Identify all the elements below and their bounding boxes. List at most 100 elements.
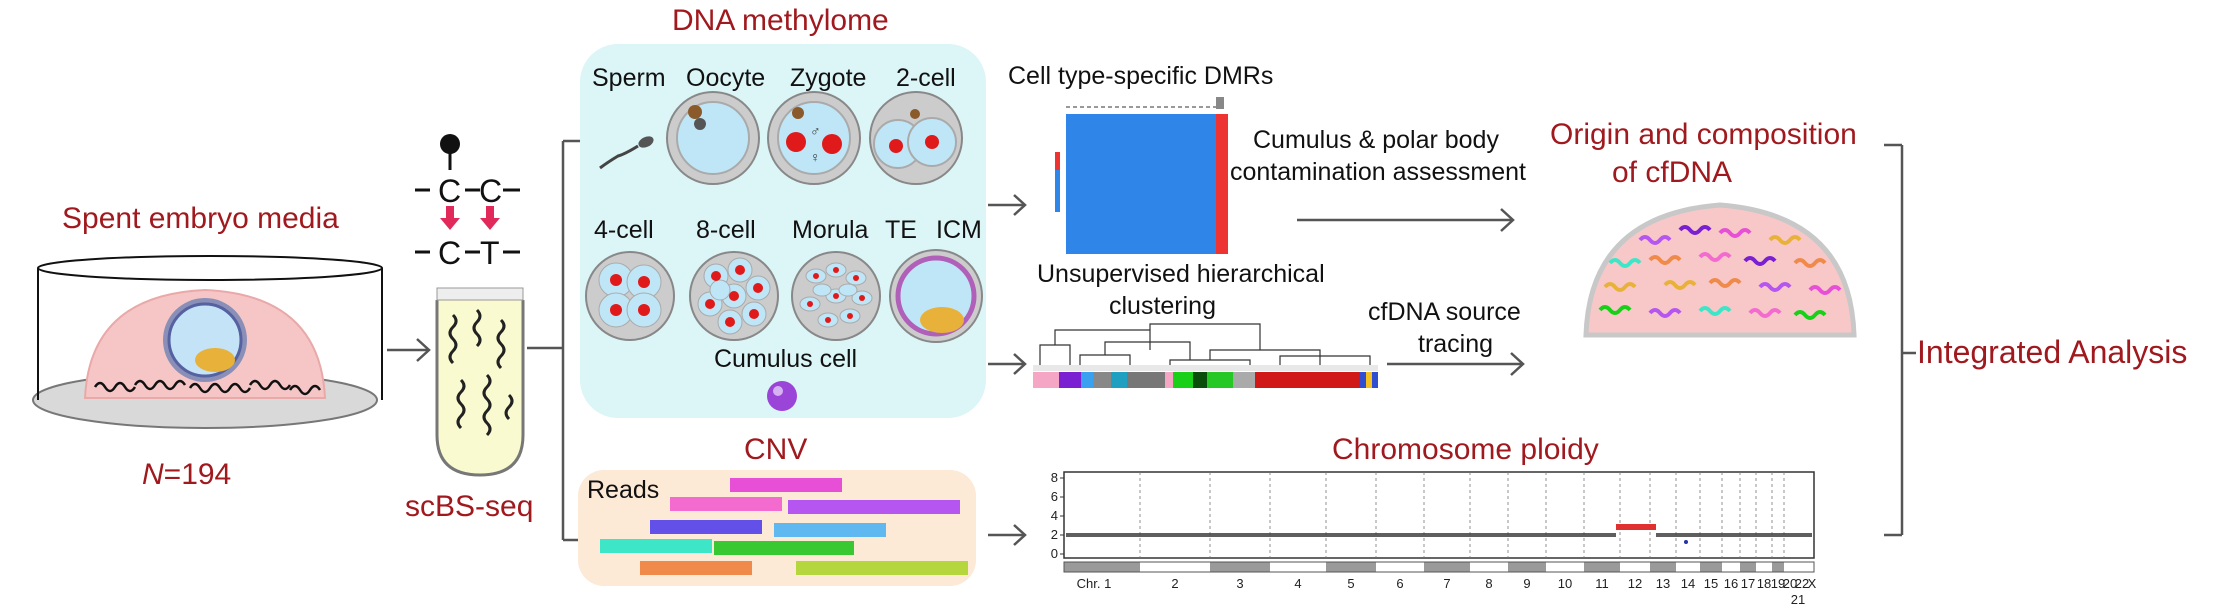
base-bottom-left: C	[438, 235, 462, 271]
stage-label-8-cell: 8-cell	[696, 216, 756, 244]
stage-label-4-cell: 4-cell	[594, 216, 654, 244]
chromosome-label: 14	[1681, 576, 1695, 591]
chromosome-label: 20	[1783, 576, 1797, 591]
chromosome-label: 10	[1558, 576, 1572, 591]
base-top-left: C	[438, 173, 462, 209]
base-bottom-right: T	[480, 235, 500, 271]
two-cell-icon	[869, 91, 963, 185]
stage-label-2-cell: 2-cell	[896, 64, 956, 92]
chromosome-label: 12	[1628, 576, 1642, 591]
assessment-line-2: contamination assessment	[1230, 158, 1526, 186]
zygote-icon: ♂ ♀	[767, 91, 861, 185]
chromosome-label: 22	[1795, 576, 1809, 591]
read-bar	[714, 541, 854, 555]
methyl-group-icon	[440, 134, 460, 154]
eight-cell-icon	[689, 251, 779, 341]
ploidy-chart: 8 6 4 2 0 Chr. 1 2 3	[1051, 470, 1816, 607]
integrated-analysis-label: Integrated Analysis	[1917, 334, 2188, 370]
arrows-to-analyses	[988, 194, 1027, 546]
y-tick-label: 4	[1051, 508, 1058, 523]
svg-text:♂: ♂	[810, 123, 821, 139]
dmr-title: Cell type-specific DMRs	[1008, 62, 1274, 90]
arrow-dish-to-tube	[387, 338, 431, 362]
blastocyst-icon	[889, 249, 983, 343]
origin-title-line-1: Origin and composition	[1550, 118, 1857, 151]
cfdna-composition-dome	[1583, 202, 1857, 338]
developmental-stages-illustration: ♂ ♀	[585, 91, 983, 411]
n-value: =194	[163, 458, 232, 491]
origin-title-line-2: of cfDNA	[1612, 156, 1733, 189]
chromosome-label: 16	[1724, 576, 1738, 591]
chromosome-label: Chr. 1	[1077, 576, 1112, 591]
read-bar	[774, 523, 886, 537]
read-bar	[650, 520, 762, 534]
sperm-icon	[599, 136, 654, 170]
y-tick-label: 2	[1051, 527, 1058, 542]
heatmap-blue-block	[1066, 114, 1216, 254]
reads-label: Reads	[587, 476, 660, 504]
stage-label-sperm: Sperm	[592, 64, 666, 92]
clustering-title-line-1: Unsupervised hierarchical	[1037, 260, 1325, 288]
n-italic: N	[142, 458, 164, 491]
stage-label-icm: ICM	[936, 216, 982, 244]
chromosome-label: 13	[1656, 576, 1670, 591]
stage-label-te: TE	[885, 216, 917, 244]
ploidy-title: Chromosome ploidy	[1332, 433, 1599, 466]
arrow-to-origin-top	[1297, 208, 1515, 232]
chromosome-label: 8	[1485, 576, 1492, 591]
read-bar	[600, 539, 712, 553]
y-tick-label: 0	[1051, 546, 1058, 561]
clustering-dendrogram	[1033, 323, 1378, 388]
chromosome-band	[1064, 562, 1814, 572]
chromosome-label: 3	[1236, 576, 1243, 591]
y-tick-label: 6	[1051, 489, 1058, 504]
y-tick-label: 8	[1051, 470, 1058, 485]
chromosome-label: 19	[1771, 576, 1785, 591]
read-bar	[730, 478, 842, 492]
spent-media-title: Spent embryo media	[62, 202, 339, 235]
chromosome-label: X	[1808, 576, 1816, 591]
read-bar	[640, 561, 752, 575]
integrated-bracket	[1884, 143, 1916, 537]
dmr-heatmap	[1055, 97, 1228, 254]
read-bar	[788, 500, 960, 514]
scbs-seq-label: scBS-seq	[405, 490, 534, 523]
stage-label-oocyte: Oocyte	[686, 64, 766, 92]
read-bar	[670, 497, 782, 511]
stage-label-zygote: Zygote	[790, 64, 867, 92]
methylome-title: DNA methylome	[672, 4, 889, 37]
base-top-right: C	[479, 173, 503, 209]
chromosome-label: 17	[1741, 576, 1755, 591]
reads-illustration	[600, 478, 968, 575]
chromosome-label: 15	[1704, 576, 1718, 591]
chromosome-label: 6	[1396, 576, 1403, 591]
chromosome-label: 11	[1595, 576, 1609, 591]
four-cell-icon	[585, 251, 675, 341]
chromosome-label: 7	[1443, 576, 1450, 591]
chromosome-label: 9	[1523, 576, 1530, 591]
tracing-line-2: tracing	[1418, 330, 1494, 358]
bisulfite-conversion-diagram	[415, 134, 520, 254]
oocyte-icon	[666, 91, 760, 185]
bracket-tube-to-branches	[527, 139, 581, 542]
cumulus-cell-label: Cumulus cell	[714, 345, 858, 373]
morula-icon	[791, 251, 881, 341]
read-bar	[796, 561, 968, 575]
culture-dish-illustration	[32, 255, 383, 429]
assessment-line-1: Cumulus & polar body	[1253, 126, 1499, 154]
heatmap-red-block	[1216, 114, 1228, 254]
sample-count: N=194	[142, 458, 231, 492]
chromosome-label: 5	[1347, 576, 1354, 591]
chromosome-label: 18	[1757, 576, 1771, 591]
chromosome-label: 4	[1294, 576, 1301, 591]
cnv-title: CNV	[744, 433, 808, 466]
cumulus-cell-icon	[767, 381, 797, 411]
stage-label-morula: Morula	[792, 216, 869, 244]
tracing-line-1: cfDNA source	[1368, 298, 1521, 326]
clustering-title-line-2: clustering	[1109, 292, 1216, 320]
chromosome-label-21: 21	[1791, 592, 1805, 607]
svg-text:♀: ♀	[810, 149, 821, 165]
chromosome-label: 2	[1171, 576, 1178, 591]
arrow-to-origin-bottom	[1387, 352, 1525, 376]
test-tube-illustration	[435, 287, 525, 477]
